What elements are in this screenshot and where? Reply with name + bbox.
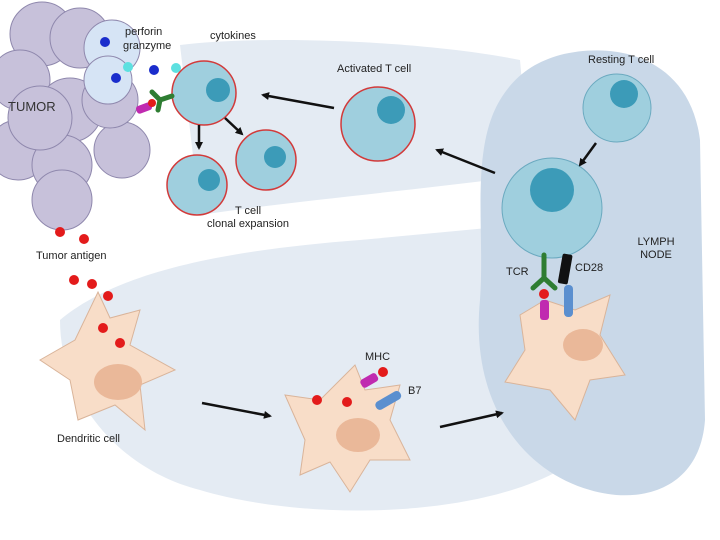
- clone-t-cell: [235, 129, 297, 191]
- cd28-label: CD28: [575, 262, 604, 274]
- mhc-molecule: [540, 300, 549, 320]
- lymph-node-line2: NODE: [640, 249, 672, 261]
- dendritic-cell: [39, 290, 177, 432]
- antigen-dot: [87, 279, 97, 289]
- lymph-t-cell: [501, 157, 603, 259]
- antigen-dot: [148, 99, 156, 107]
- arrow: [224, 117, 244, 136]
- antigen-dot: [378, 367, 388, 377]
- effector-t-cell: [171, 60, 237, 126]
- activated-t-cell-label: Activated T cell: [337, 63, 412, 75]
- tumor-cluster: [0, 1, 151, 231]
- perforin-dot: [123, 62, 133, 72]
- mhc-molecule: [360, 373, 379, 388]
- tumor-label: TUMOR: [8, 99, 56, 114]
- b7-molecule: [375, 391, 402, 410]
- granzyme-dot: [111, 73, 121, 83]
- arrow: [201, 401, 272, 419]
- perforin-label: perforin: [125, 26, 163, 38]
- b7-molecule: [564, 285, 573, 317]
- mhc-label: MHC: [365, 351, 391, 363]
- flow-band: [60, 40, 560, 511]
- t-cell-expansion-label: T cell clonal expansion: [195, 205, 301, 231]
- tumor-antigen-label: Tumor antigen: [36, 250, 107, 262]
- dendritic-cell: [504, 294, 626, 421]
- perforin-dot: [171, 63, 181, 73]
- tcr-receptor: [149, 89, 175, 113]
- arrow: [435, 148, 496, 175]
- clone-t-cell: [166, 154, 228, 216]
- granzyme-dot: [100, 37, 110, 47]
- cytokines-label: cytokines: [210, 30, 256, 42]
- granzyme-dot: [149, 65, 159, 75]
- lymph-node-label: LYMPH NODE: [628, 236, 684, 262]
- antigen-dot: [79, 234, 89, 244]
- tcr-receptor: [530, 252, 558, 291]
- arrow: [578, 142, 598, 167]
- t-cell-expansion-line2: clonal expansion: [207, 218, 289, 230]
- antigen-dot: [69, 275, 79, 285]
- arrow: [439, 410, 504, 429]
- activated-t-cell: [340, 86, 416, 162]
- granzyme-label: granzyme: [123, 40, 172, 52]
- resting-t-cell-label: Resting T cell: [588, 54, 655, 66]
- b7-label: B7: [408, 385, 422, 397]
- dendritic-cell-label: Dendritic cell: [57, 433, 120, 445]
- resting-t-cell: [582, 73, 652, 143]
- tcr-label: TCR: [506, 266, 529, 278]
- antigen-dot: [539, 289, 549, 299]
- lymph-node-line1: LYMPH: [637, 236, 675, 248]
- mhc-molecule: [135, 102, 153, 114]
- arrow: [261, 92, 335, 110]
- antigen-dot: [55, 227, 65, 237]
- cd28-receptor: [557, 253, 573, 285]
- t-cell-expansion-line1: T cell: [234, 205, 262, 217]
- dendritic-cell: [284, 364, 411, 493]
- antigen-dot: [103, 291, 113, 301]
